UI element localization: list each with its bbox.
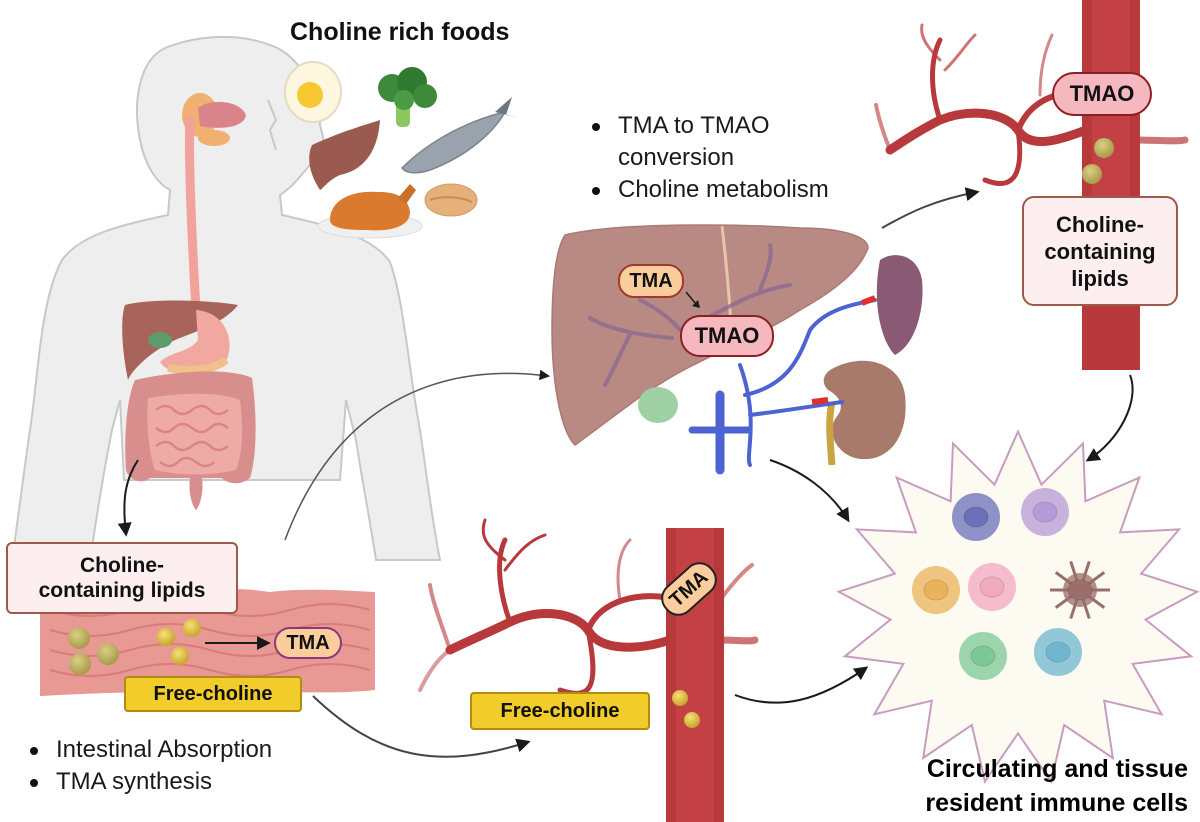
arrow-liver-to-top-vessel (881, 187, 980, 229)
arrow-mid-vessel-to-immune (734, 666, 869, 704)
basophil-cell-icon (968, 563, 1016, 611)
human-body-figure (10, 35, 442, 561)
intestine-choline-lipids-label: Choline- containing lipids (6, 542, 238, 614)
free-choline-particle (672, 690, 688, 706)
label-line: Choline- (80, 554, 164, 577)
immune-cell-cluster (836, 429, 1200, 784)
oral-cavity (198, 101, 246, 128)
liver-food-icon (309, 120, 380, 190)
free-choline-particle (171, 647, 189, 665)
bullet-text: TMA to TMAO (618, 112, 770, 139)
adrenal-kidney-icon (876, 255, 923, 355)
choline-lipid-particle (1082, 164, 1102, 184)
liver-gallbladder (638, 387, 678, 423)
top-vessel-choline-lipids-label: Choline- containing lipids (1022, 196, 1178, 306)
caption-line: Circulating and tissue (926, 755, 1188, 783)
tma-to-tmao-arrow (685, 291, 700, 308)
kidney-icon (823, 360, 906, 460)
choline-lipid-particle (69, 653, 91, 675)
arrow-gut-to-lipids (117, 459, 139, 537)
label-line: Choline- (1056, 211, 1144, 237)
intestine-bullet-absorption: Intestinal Absorption (24, 734, 272, 766)
lymphocyte-t-cell-icon (959, 632, 1007, 680)
fish-icon (401, 97, 520, 174)
bullet-text: conversion (618, 144, 735, 171)
flow-arrows (117, 187, 1134, 758)
liver-bullet-conversion: TMA to TMAO conversion (586, 110, 829, 174)
vessel-free-choline-label: Free-choline (470, 692, 650, 730)
nut-icon (424, 183, 478, 217)
intestine-free-choline-label: Free-choline (124, 676, 302, 712)
label-line: containing lipids (38, 579, 206, 602)
caption-line: resident immune cells (925, 789, 1188, 817)
liver-tmao-label: TMAO (680, 315, 774, 357)
choline-lipid-particle (68, 627, 90, 649)
liver-process-list: TMA to TMAO conversion Choline metabolism (586, 110, 829, 206)
free-choline-particle (157, 628, 175, 646)
free-choline-particle (684, 712, 700, 728)
dendritic-cell-cell-icon (1050, 561, 1110, 619)
rectum (189, 478, 203, 510)
intestine-bullet-tma-synthesis: TMA synthesis (24, 766, 272, 798)
neutrophil-cell-icon (1021, 488, 1069, 536)
monocyte-cell-icon (952, 493, 1000, 541)
intestine-tma-label: TMA (274, 627, 342, 659)
ureter (826, 401, 836, 466)
esophagus (184, 115, 201, 315)
broccoli-icon (378, 67, 437, 127)
label-line: containing (1044, 238, 1156, 264)
choline-lipid-particle (97, 643, 119, 665)
chicken-icon (317, 184, 423, 239)
choline-lipid-particle (1094, 138, 1114, 158)
arrow-intestine-to-liver (284, 369, 551, 541)
bullet-text: Choline metabolism (618, 176, 829, 203)
immune-cells-caption: Circulating and tissue resident immune c… (925, 752, 1188, 820)
liver-bullet-metabolism: Choline metabolism (586, 174, 829, 206)
eosinophil-cell-icon (912, 566, 960, 614)
arrow-liver-to-immune (769, 459, 850, 523)
free-choline-particle (183, 619, 201, 637)
top-blood-vessel (874, 0, 1189, 370)
arrow-free-choline-to-vessel (312, 695, 531, 758)
kidneys-and-veins (688, 255, 923, 475)
intestine-process-list: Intestinal Absorption TMA synthesis (24, 734, 272, 798)
label-line: lipids (1071, 265, 1129, 291)
liver-tma-label: TMA (618, 264, 684, 298)
top-vessel-tmao-label: TMAO (1052, 72, 1152, 116)
choline-foods-title: Choline rich foods (290, 18, 510, 46)
arrow-top-vessel-to-immune (1085, 374, 1134, 462)
stomach (160, 310, 230, 375)
lymphocyte-b-cell-icon (1034, 628, 1082, 676)
immune-burst-outline (836, 429, 1200, 784)
gallbladder (148, 332, 172, 348)
choline-foods-group (284, 61, 520, 239)
egg-icon (284, 61, 342, 123)
